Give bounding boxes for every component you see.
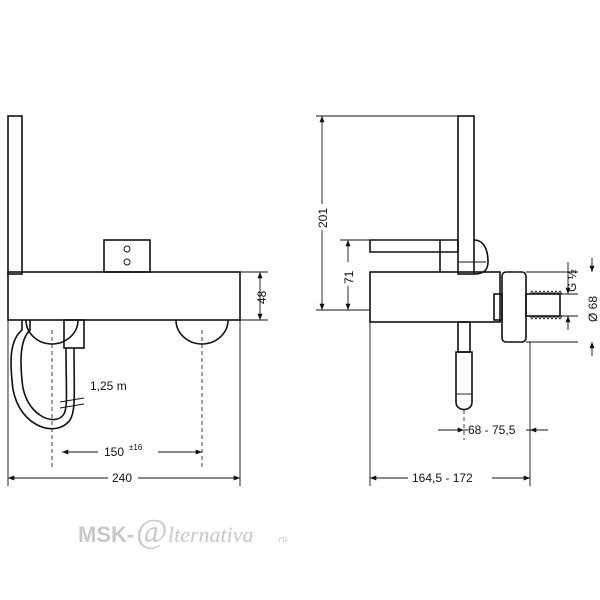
side-hose — [455, 351, 473, 411]
front-lever-hole-top — [123, 245, 131, 253]
watermark: MSK- @ lternativa .ru — [78, 513, 287, 550]
hose-break-mark-1 — [59, 397, 85, 403]
front-lever-hole-bottom — [123, 258, 131, 266]
dim-150-tolerance: ±16 — [129, 443, 143, 452]
dim-201-label: 201 — [316, 208, 330, 228]
front-view: 150 ±16 1,25 m 240 48 — [7, 115, 269, 486]
side-hose-outlet — [457, 321, 471, 353]
front-hose-inner — [20, 320, 68, 421]
watermark-brand-suffix: lternativa — [168, 522, 254, 547]
side-mixer-body — [369, 271, 501, 323]
projection-label: 68 - 75,5 — [468, 423, 516, 437]
watermark-domain: .ru — [276, 534, 287, 545]
dim-48-label: 48 — [255, 290, 269, 304]
dim-71-label: 71 — [342, 270, 356, 284]
side-rail-holder — [439, 239, 489, 275]
depth-label: 164,5 - 172 — [412, 471, 473, 485]
side-threaded-pipe — [525, 293, 561, 317]
side-lever — [369, 239, 459, 253]
watermark-brand-prefix: MSK- — [78, 522, 134, 547]
hose-break-mark-2 — [59, 403, 85, 409]
front-shower-rail — [7, 115, 23, 275]
thread-label: G ½ — [565, 269, 579, 292]
rosette-diameter-label: Ø 68 — [586, 296, 600, 322]
side-shower-rail — [457, 115, 475, 275]
front-mixer-body — [7, 271, 241, 321]
front-hose — [10, 320, 76, 430]
front-lever-block — [103, 239, 151, 273]
dim-150-label: 150 — [104, 445, 124, 459]
dim-240-label: 240 — [112, 471, 132, 485]
side-rosette-plate — [501, 271, 527, 343]
watermark-brand-letter: @ — [136, 513, 167, 550]
side-thread-teeth — [529, 290, 563, 320]
side-view: 201 71 G ½ Ø 68 68 - 75,5 164,5 - 172 — [314, 115, 600, 486]
hose-length-label: 1,25 m — [90, 379, 127, 393]
